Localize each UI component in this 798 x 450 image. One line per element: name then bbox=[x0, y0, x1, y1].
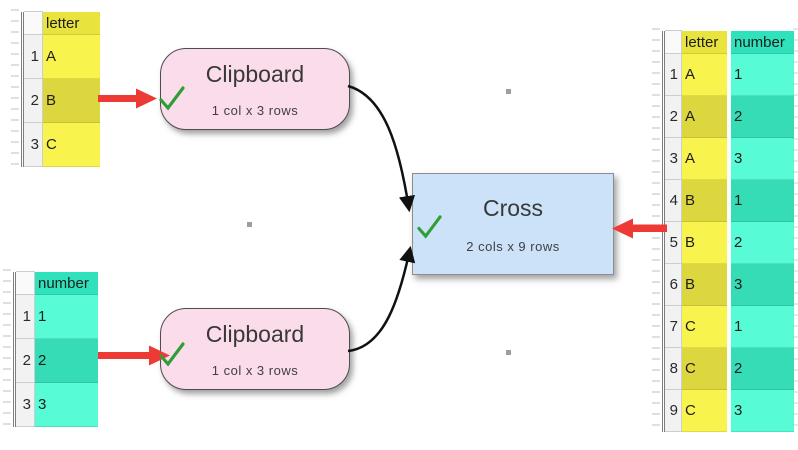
table-cell: 3 bbox=[35, 383, 98, 427]
table-cell: A bbox=[682, 138, 727, 180]
table-cell: 3 bbox=[731, 390, 794, 432]
number-input-table: number 1 1 2 2 3 3 bbox=[3, 269, 98, 430]
table-row: 3 3 bbox=[16, 382, 98, 427]
table-cell: A bbox=[682, 54, 727, 96]
table-row: 2 B bbox=[24, 78, 100, 123]
node-title: Clipboard bbox=[205, 61, 305, 87]
table-row: 4 B 1 bbox=[665, 179, 794, 222]
row-number: 8 bbox=[665, 347, 682, 390]
table-cell: 2 bbox=[731, 348, 794, 390]
torn-edge bbox=[793, 28, 798, 435]
table-cell: B bbox=[682, 180, 727, 222]
table-cell: 1 bbox=[731, 180, 794, 222]
node-title: Cross bbox=[482, 195, 544, 221]
table-cell: C bbox=[682, 390, 727, 432]
red-arrow-letter-to-clipboard bbox=[98, 88, 157, 109]
table-row: 3 C bbox=[24, 122, 100, 167]
connector-clipboard-top-to-cross bbox=[347, 84, 416, 213]
table-cell: 3 bbox=[731, 138, 794, 180]
node-size-label: 2 cols x 9 rows bbox=[466, 239, 560, 254]
table-cell: A bbox=[43, 35, 100, 79]
row-number: 1 bbox=[16, 294, 35, 339]
table-cell: 2 bbox=[35, 339, 98, 383]
table-row: 2 A 2 bbox=[665, 95, 794, 138]
row-number: 3 bbox=[24, 122, 43, 167]
grid-dot bbox=[247, 222, 252, 227]
table-cell: 3 bbox=[731, 264, 794, 306]
node-cross[interactable]: Cross 2 cols x 9 rows bbox=[412, 173, 614, 275]
table-row: 6 B 3 bbox=[665, 263, 794, 306]
row-number: 3 bbox=[665, 137, 682, 180]
node-clipboard-top[interactable]: Clipboard 1 col x 3 rows bbox=[160, 48, 350, 130]
table-row: 7 C 1 bbox=[665, 305, 794, 348]
row-number: 1 bbox=[24, 34, 43, 79]
letter-input-table: letter 1 A 2 B 3 C bbox=[11, 9, 100, 170]
corner-cell bbox=[16, 271, 35, 295]
column-header-letter: letter bbox=[43, 12, 100, 35]
row-number: 1 bbox=[665, 53, 682, 96]
table-row: 1 A bbox=[24, 34, 100, 79]
success-check-icon bbox=[417, 215, 442, 239]
row-number: 9 bbox=[665, 389, 682, 432]
table-row: 9 C 3 bbox=[665, 389, 794, 432]
table-cell: 1 bbox=[731, 306, 794, 348]
column-header-letter: letter bbox=[682, 31, 727, 54]
result-table: letter number 1 A 1 2 A 2 3 A 3 4 B 1 5 … bbox=[652, 28, 798, 435]
row-number: 3 bbox=[16, 382, 35, 427]
table-cell: A bbox=[682, 96, 727, 138]
row-number: 2 bbox=[16, 338, 35, 383]
column-header-number: number bbox=[731, 31, 794, 54]
grid-dot bbox=[506, 89, 511, 94]
table-cell: C bbox=[682, 348, 727, 390]
success-check-icon bbox=[159, 86, 185, 111]
corner-cell bbox=[665, 30, 682, 54]
table-cell: C bbox=[682, 306, 727, 348]
table-cell: C bbox=[43, 123, 100, 167]
grid-dot bbox=[506, 350, 511, 355]
torn-edge bbox=[652, 28, 660, 435]
table-cell: B bbox=[682, 264, 727, 306]
success-check-icon bbox=[159, 342, 185, 367]
table-row: 1 1 bbox=[16, 294, 98, 339]
table-cell: 2 bbox=[731, 96, 794, 138]
table-cell: B bbox=[682, 222, 727, 264]
node-size-label: 1 col x 3 rows bbox=[211, 363, 299, 378]
row-number: 7 bbox=[665, 305, 682, 348]
row-number: 5 bbox=[665, 221, 682, 264]
table-row: 3 A 3 bbox=[665, 137, 794, 180]
torn-edge bbox=[3, 269, 11, 430]
torn-edge bbox=[11, 9, 19, 170]
row-number: 6 bbox=[665, 263, 682, 306]
corner-cell bbox=[24, 11, 43, 35]
table-row: 8 C 2 bbox=[665, 347, 794, 390]
node-size-label: 1 col x 3 rows bbox=[211, 103, 299, 118]
table-cell: 1 bbox=[35, 295, 98, 339]
column-header-number: number bbox=[35, 272, 98, 295]
table-row: 5 B 2 bbox=[665, 221, 794, 264]
row-number: 2 bbox=[665, 95, 682, 138]
node-title: Clipboard bbox=[205, 321, 305, 347]
table-row: 1 A 1 bbox=[665, 53, 794, 96]
connector-clipboard-bottom-to-cross bbox=[347, 245, 416, 353]
row-number: 2 bbox=[24, 78, 43, 123]
table-row: 2 2 bbox=[16, 338, 98, 383]
table-cell: 2 bbox=[731, 222, 794, 264]
node-clipboard-bottom[interactable]: Clipboard 1 col x 3 rows bbox=[160, 308, 350, 390]
row-number: 4 bbox=[665, 179, 682, 222]
table-cell: 1 bbox=[731, 54, 794, 96]
table-cell: B bbox=[43, 79, 100, 123]
